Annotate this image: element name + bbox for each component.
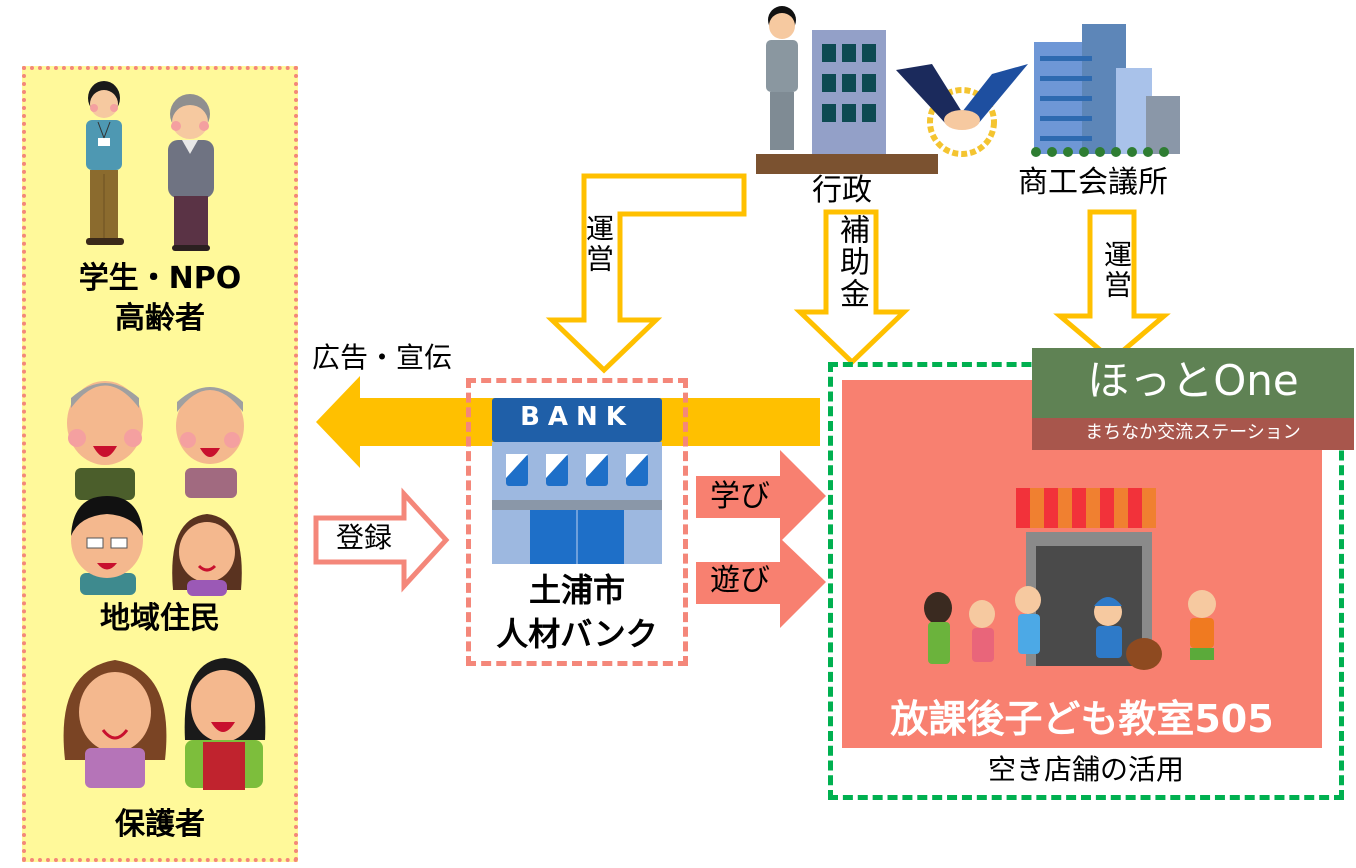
government-building-icon — [756, 30, 938, 174]
classroom-title: 放課後子ども教室505 — [890, 697, 1274, 741]
learn-label: 学び — [710, 479, 770, 514]
subsidy-arrow — [793, 209, 911, 366]
talent-bank-box — [466, 378, 688, 666]
guardians-illustration — [63, 658, 266, 790]
operate-left-arrow — [545, 173, 747, 374]
operate-right-label: 運営 — [1100, 240, 1133, 300]
operate-left-label: 運営 — [582, 214, 615, 274]
handshake-icon — [896, 64, 1028, 157]
children-storefront-illustration — [924, 488, 1216, 670]
mother-apron-icon — [184, 658, 266, 790]
chamber-label: 商工会議所 — [1018, 165, 1168, 200]
man-with-glasses-icon — [71, 496, 143, 595]
partnership-illustration — [756, 6, 1180, 174]
government-official-icon — [766, 6, 798, 150]
bank-title-line1: 土浦市 — [528, 571, 625, 609]
chamber-buildings-icon — [1031, 24, 1180, 157]
classroom-caption: 空き店舗の活用 — [987, 753, 1184, 786]
learn-arrow — [696, 450, 826, 542]
register-arrow — [313, 487, 450, 593]
hotone-title: ほっとOne — [1087, 356, 1299, 405]
group-label-students-npo: 学生・NPO — [78, 261, 242, 296]
play-label: 遊び — [710, 563, 770, 598]
subsidy-label: 補助金 — [834, 214, 869, 310]
grandfather-icon — [67, 381, 143, 500]
hotone-subtitle-bar — [1032, 418, 1354, 450]
bank-building-icon — [492, 398, 662, 564]
student-man-icon — [86, 81, 124, 245]
mother-icon — [63, 660, 167, 788]
play-arrow — [696, 538, 826, 628]
hotone-subtitle: まちなか交流ステーション — [1085, 422, 1301, 443]
register-label: 登録 — [336, 521, 393, 554]
bank-sign: BANK — [520, 402, 634, 432]
group-label-elderly: 高齢者 — [115, 301, 205, 336]
woman-icon — [172, 514, 242, 596]
elderly-man-icon — [168, 94, 214, 251]
group-label-residents: 地域住民 — [100, 601, 220, 636]
grandmother-icon — [176, 387, 244, 498]
children-icon — [924, 586, 1216, 670]
operate-right-arrow — [1053, 209, 1171, 364]
bank-title-line2: 人材バンク — [496, 615, 658, 653]
hotone-header — [1032, 348, 1354, 418]
residents-illustration — [67, 381, 244, 596]
group-label-guardians: 保護者 — [115, 807, 205, 842]
government-label: 行政 — [812, 173, 872, 208]
storefront-icon — [1016, 488, 1156, 666]
advertise-label: 広告・宣伝 — [312, 341, 453, 374]
